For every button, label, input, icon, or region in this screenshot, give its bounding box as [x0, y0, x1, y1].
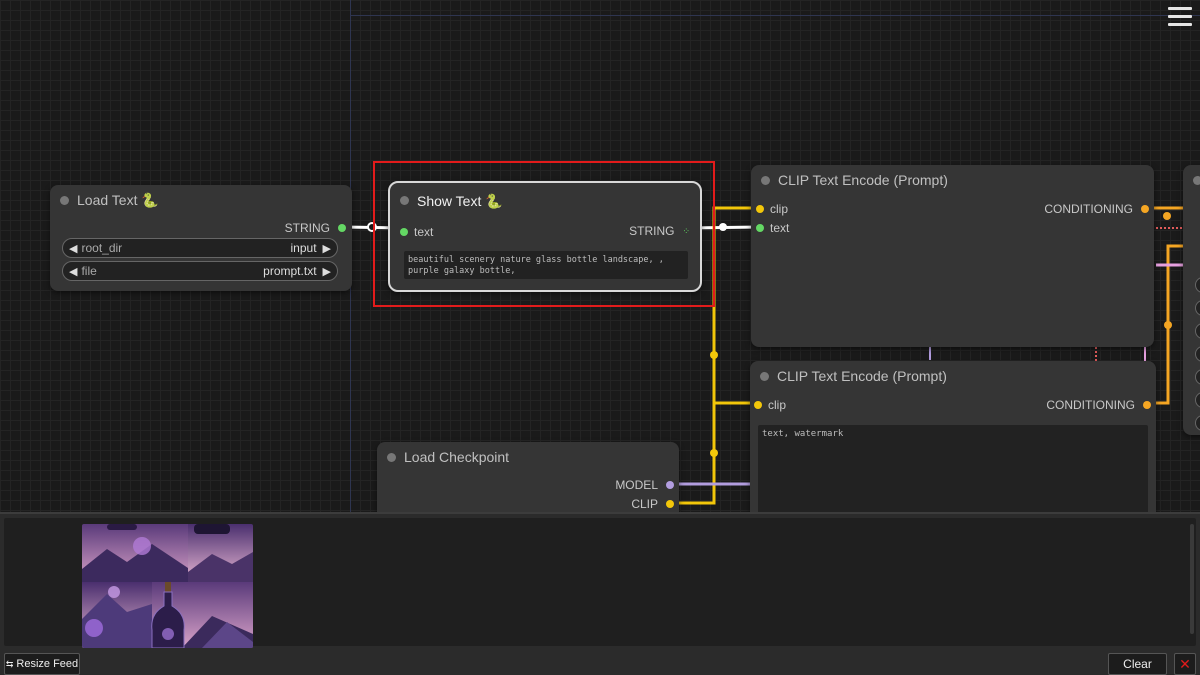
output-pin[interactable]: [1143, 401, 1151, 409]
feed-panel: [4, 518, 1196, 648]
output-slot-clip[interactable]: CLIP: [631, 497, 674, 511]
wire-midpoint: [710, 449, 718, 457]
widget-stub[interactable]: [1195, 392, 1200, 408]
grid-pin-icon[interactable]: ⁘: [682, 226, 690, 236]
input-pin[interactable]: [754, 401, 762, 409]
menu-bar: [1168, 15, 1192, 18]
image-preview: [82, 524, 253, 648]
output-pin[interactable]: [338, 224, 346, 232]
input-pin[interactable]: [756, 205, 764, 213]
node-title-bar[interactable]: Load Text 🐍: [50, 185, 352, 215]
node-load-text[interactable]: Load Text 🐍 STRING ◀ root_dir input ▶ ◀ …: [50, 185, 352, 291]
node-clip-text-encode-negative[interactable]: CLIP Text Encode (Prompt) clip CONDITION…: [750, 361, 1156, 512]
wire-midpoint: [1163, 212, 1171, 220]
widget-value: input: [290, 241, 317, 255]
collapse-dot[interactable]: [760, 372, 769, 381]
output-slot-model[interactable]: MODEL: [615, 478, 674, 492]
node-partial-right[interactable]: [1183, 165, 1200, 435]
slot-label: CONDITIONING: [1044, 202, 1133, 216]
node-title-bar[interactable]: Show Text 🐍: [390, 183, 700, 219]
node-title: Load Text 🐍: [77, 191, 159, 208]
widget-stub[interactable]: [1195, 277, 1200, 293]
output-pin[interactable]: [666, 481, 674, 489]
graph-canvas[interactable]: Load Text 🐍 STRING ◀ root_dir input ▶ ◀ …: [0, 0, 1200, 512]
widget-name: root_dir: [81, 241, 123, 255]
generated-image-thumbnail[interactable]: [82, 524, 253, 648]
slot-label: text: [414, 225, 434, 239]
output-slot-string[interactable]: STRING: [285, 221, 346, 235]
node-title-bar[interactable]: CLIP Text Encode (Prompt): [751, 165, 1154, 195]
node-title: CLIP Text Encode (Prompt): [778, 172, 948, 188]
output-pin[interactable]: [1141, 205, 1149, 213]
slot-label: STRING: [284, 221, 330, 235]
widget-stub[interactable]: [1195, 415, 1200, 431]
widget-file[interactable]: ◀ file prompt.txt ▶: [62, 261, 338, 281]
input-pin[interactable]: [400, 228, 408, 236]
image-feed: ⇆ Resize Feed Clear ✕: [0, 512, 1200, 675]
wire-midpoint: [1164, 321, 1172, 329]
wire-midpoint: [719, 223, 727, 231]
selection-highlight: [373, 161, 715, 307]
text-display[interactable]: beautiful scenery nature glass bottle la…: [404, 251, 688, 279]
input-slot-clip[interactable]: clip: [754, 398, 786, 412]
slot-label: CLIP: [631, 497, 658, 511]
collapse-dot[interactable]: [400, 196, 409, 205]
output-slot-conditioning[interactable]: CONDITIONING: [1046, 398, 1151, 412]
resize-feed-label: Resize Feed: [16, 658, 79, 670]
node-clip-text-encode[interactable]: CLIP Text Encode (Prompt) clip text COND…: [751, 165, 1154, 347]
slot-label: STRING: [629, 224, 675, 238]
widget-name: file: [81, 264, 97, 278]
group-border: [350, 15, 1200, 16]
prompt-textarea[interactable]: text, watermark: [758, 425, 1148, 512]
widget-value: prompt.txt: [263, 264, 317, 278]
slot-label: clip: [770, 202, 789, 216]
node-title: CLIP Text Encode (Prompt): [777, 368, 947, 384]
collapse-dot[interactable]: [1193, 176, 1200, 185]
collapse-dot[interactable]: [60, 196, 69, 205]
input-pin[interactable]: [756, 224, 764, 232]
input-slot-text[interactable]: text: [756, 221, 789, 235]
input-slot-text[interactable]: text: [400, 225, 433, 239]
close-icon: ✕: [1179, 655, 1191, 672]
output-pin[interactable]: [666, 500, 674, 508]
slot-label: MODEL: [615, 478, 658, 492]
clear-feed-button[interactable]: Clear: [1108, 653, 1167, 675]
node-show-text[interactable]: Show Text 🐍 text STRING ⁘ beautiful scen…: [388, 181, 702, 292]
widget-stub[interactable]: [1195, 323, 1200, 339]
resize-icon: ⇆: [5, 658, 14, 669]
widget-stub[interactable]: [1195, 346, 1200, 362]
menu-bar: [1168, 7, 1192, 10]
clear-label: Clear: [1123, 657, 1152, 671]
widget-root-dir[interactable]: ◀ root_dir input ▶: [62, 238, 338, 258]
output-slot-conditioning[interactable]: CONDITIONING: [1044, 202, 1149, 216]
node-title-bar[interactable]: Load Checkpoint: [377, 442, 679, 472]
text-display-content: beautiful scenery nature glass bottle la…: [408, 255, 664, 276]
increment-arrow-icon[interactable]: ▶: [322, 265, 331, 278]
slot-label: CONDITIONING: [1046, 398, 1135, 412]
widget-stub[interactable]: [1195, 300, 1200, 316]
node-title: Load Checkpoint: [404, 449, 510, 465]
decrement-arrow-icon[interactable]: ◀: [69, 265, 78, 278]
feed-scrollbar[interactable]: [1190, 524, 1194, 634]
node-title: Show Text 🐍: [417, 192, 503, 209]
resize-feed-button[interactable]: ⇆ Resize Feed: [4, 653, 80, 675]
increment-arrow-icon[interactable]: ▶: [322, 242, 331, 255]
prompt-text: text, watermark: [762, 429, 844, 439]
slot-label: clip: [768, 398, 787, 412]
wire-midpoint: [710, 351, 718, 359]
slot-label: text: [770, 221, 790, 235]
collapse-dot[interactable]: [761, 176, 770, 185]
collapse-dot[interactable]: [387, 453, 396, 462]
node-title-bar[interactable]: CLIP Text Encode (Prompt): [750, 361, 1156, 391]
menu-bar: [1168, 23, 1192, 26]
output-slot-string[interactable]: STRING ⁘: [629, 224, 690, 238]
hamburger-menu-icon[interactable]: [1168, 7, 1192, 27]
widget-stub[interactable]: [1195, 369, 1200, 385]
node-load-checkpoint[interactable]: Load Checkpoint MODEL CLIP: [377, 442, 679, 512]
input-slot-clip[interactable]: clip: [756, 202, 788, 216]
decrement-arrow-icon[interactable]: ◀: [69, 242, 78, 255]
close-feed-button[interactable]: ✕: [1174, 653, 1196, 675]
